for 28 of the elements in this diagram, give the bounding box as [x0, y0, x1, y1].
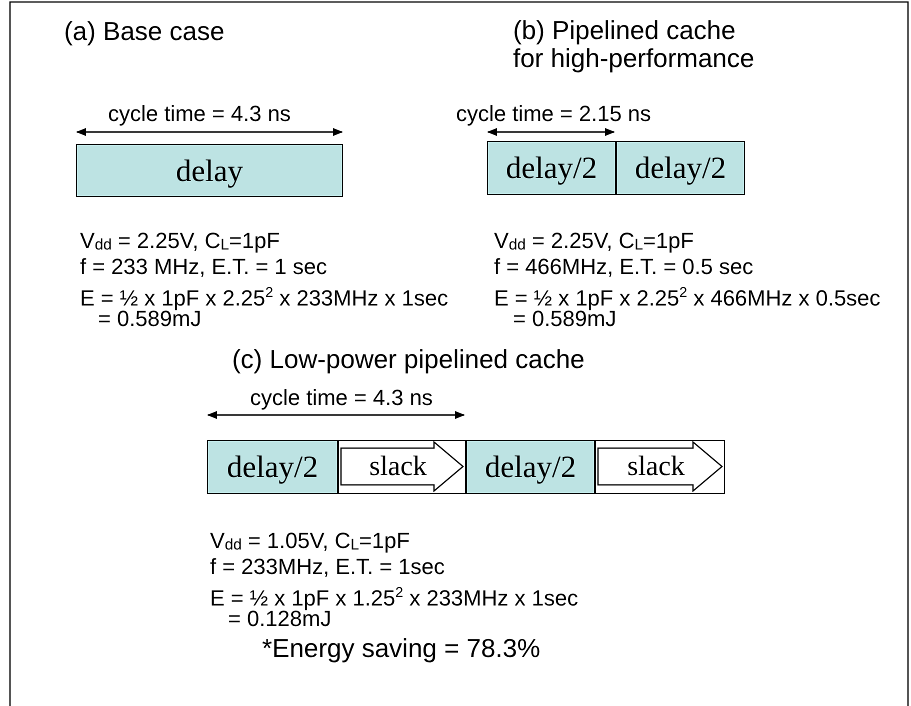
- delay-block: [76, 144, 343, 197]
- formula-line: V$_{dd}$ = 2.25V, C$_{L}$=1pF: [494, 228, 694, 256]
- delay-label: delay/2: [506, 151, 598, 185]
- formula-line: V$_{dd}$ = 1.05V, C$_{L}$=1pF: [210, 528, 410, 556]
- panel-heading: (b) Pipelined cache for high-performance: [513, 16, 756, 72]
- delay-block: [466, 440, 595, 494]
- formula-line: E = ½ x 1pF x 2.25$^{2}$ x 466MHz x 0.5sec: [494, 284, 880, 310]
- delay-label: delay/2: [634, 151, 726, 185]
- dimension-label: cycle time = 4.3 ns: [108, 101, 291, 127]
- slack-label: slack: [627, 450, 685, 484]
- formula-line: f = 233 MHz, E.T. = 1 sec: [80, 254, 327, 280]
- slack-label: slack: [369, 450, 427, 484]
- dimension-label: cycle time = 4.3 ns: [250, 385, 433, 411]
- panel-heading: (a) Base case: [64, 17, 224, 45]
- energy-note: *Energy saving = 78.3%: [262, 634, 540, 662]
- delay-block: [616, 141, 745, 195]
- delay-block: [207, 440, 338, 494]
- formula-line: V$_{dd}$ = 2.25V, C$_{L}$=1pF: [80, 228, 280, 256]
- delay-label: delay/2: [484, 450, 576, 484]
- panel-heading: (c) Low-power pipelined cache: [232, 345, 585, 373]
- delay-label: delay/2: [226, 450, 318, 484]
- delay-label: delay: [176, 154, 244, 188]
- formula-line: f = 466MHz, E.T. = 0.5 sec: [494, 254, 754, 280]
- dimension-label: cycle time = 2.15 ns: [456, 101, 652, 127]
- formula-line: E = ½ x 1pF x 2.25$^{2}$ x 233MHz x 1sec: [80, 284, 448, 310]
- formula-line: f = 233MHz, E.T. = 1sec: [210, 554, 445, 580]
- formula-line: E = ½ x 1pF x 1.25$^{2}$ x 233MHz x 1sec: [210, 584, 578, 610]
- delay-block: [487, 141, 616, 195]
